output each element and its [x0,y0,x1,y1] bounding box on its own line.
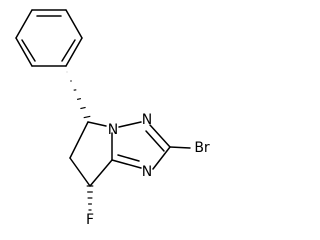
phenyl-double-bond-c [21,39,36,62]
atom-n-lower: N [142,164,152,180]
phenyl-ring [15,9,83,67]
bond-c2-br [169,146,191,149]
phenyl-double-bond-b [61,39,76,62]
atom-n-upper: N [142,112,152,128]
bond-n-upper-c2 [149,124,171,148]
bond-n-lower-c7a-double [117,154,140,162]
phenyl-bond-5 [15,37,33,67]
phenyl-bond-2 [65,9,83,39]
bond-c2-n-lower [152,146,171,170]
chemical-structure: N N N Br F [15,9,210,228]
bond-n-bridge-n-upper [118,121,142,128]
hashed-bond-fluorine [86,185,94,211]
phenyl-bond-6 [15,9,33,39]
atom-bromine: Br [194,140,210,156]
bond-n-lower-c7a [111,159,142,169]
atom-fluorine: F [86,212,94,228]
bond-c5-n-bridge [87,121,107,127]
bond-c7-c7a [89,159,113,187]
atom-n-bridge: N [108,122,118,138]
bond-c5-c6 [69,121,89,159]
bond-n-upper-c2-double [145,130,165,152]
phenyl-bond-3 [65,37,83,67]
bond-c6-c7 [69,157,91,187]
hashed-bond-phenyl [66,71,91,119]
